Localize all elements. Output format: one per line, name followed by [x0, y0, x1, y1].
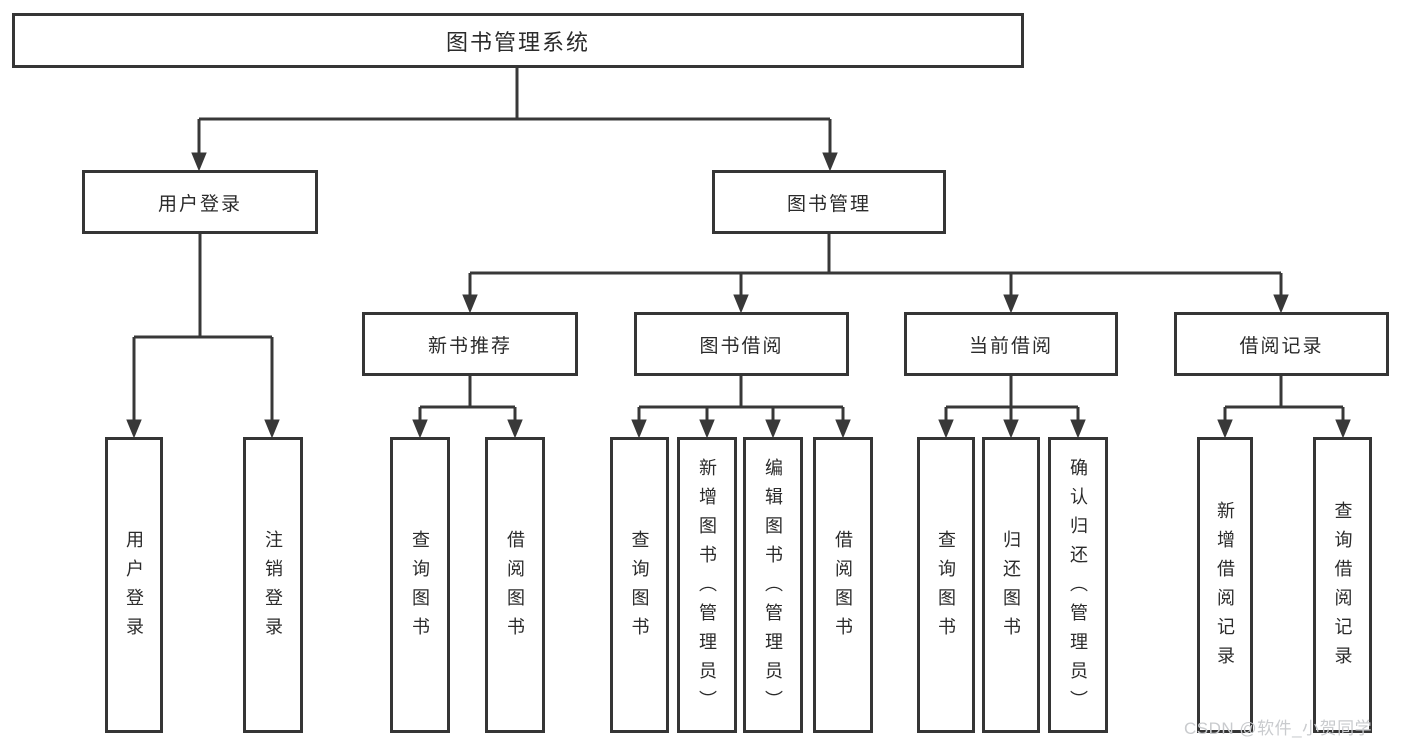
leaf-user-login: 用户登录	[105, 437, 163, 733]
leaf-query-books-current: 查询图书	[917, 437, 975, 733]
leaf-logout: 注销登录	[243, 437, 303, 733]
leaf-borrow-books-recommend: 借阅图书	[485, 437, 545, 733]
leaf-query-books-recommend: 查询图书	[390, 437, 450, 733]
node-current-borrowing: 当前借阅	[904, 312, 1118, 376]
leaf-return-books: 归还图书	[982, 437, 1040, 733]
leaf-query-books-borrowing: 查询图书	[610, 437, 669, 733]
leaf-query-borrow-record: 查询借阅记录	[1313, 437, 1372, 733]
leaf-add-books-admin: 新增图书（管理员）	[677, 437, 737, 733]
leaf-borrow-books: 借阅图书	[813, 437, 873, 733]
node-library-system: 图书管理系统	[12, 13, 1024, 68]
leaf-confirm-return-admin: 确认归还（管理员）	[1048, 437, 1108, 733]
node-user-login: 用户登录	[82, 170, 318, 234]
csdn-watermark: CSDN @软件_小贺同学	[1184, 719, 1373, 738]
leaf-add-borrow-record: 新增借阅记录	[1197, 437, 1253, 733]
node-book-borrowing: 图书借阅	[634, 312, 849, 376]
node-book-management: 图书管理	[712, 170, 946, 234]
leaf-edit-books-admin: 编辑图书（管理员）	[743, 437, 803, 733]
node-new-book-recommend: 新书推荐	[362, 312, 578, 376]
node-borrow-records: 借阅记录	[1174, 312, 1389, 376]
